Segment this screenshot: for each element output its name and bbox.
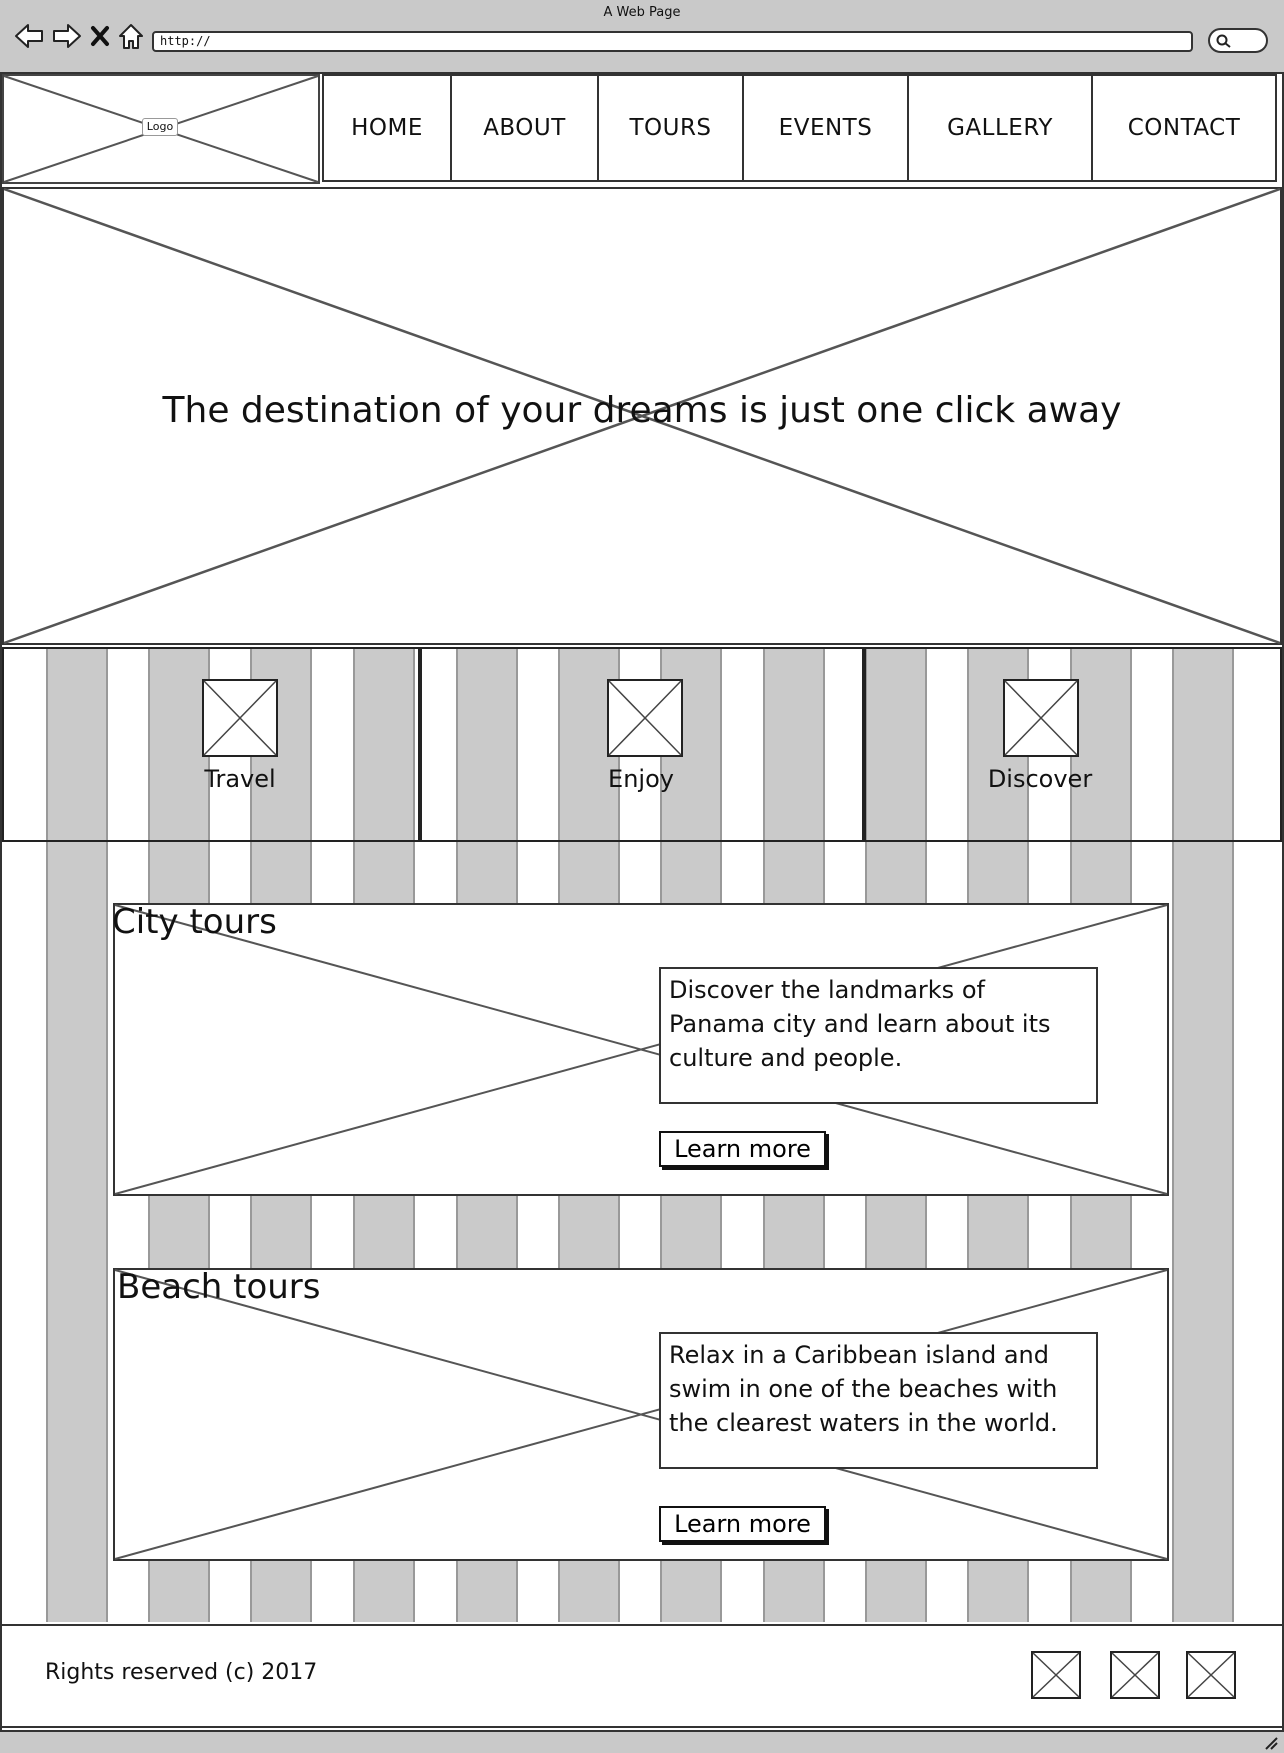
main-nav: HOME ABOUT TOURS EVENTS GALLERY CONTACT: [322, 74, 1277, 182]
nav-item-events[interactable]: EVENTS: [744, 76, 909, 180]
back-arrow-icon[interactable]: [14, 22, 44, 50]
learn-more-button-city[interactable]: Learn more: [659, 1131, 826, 1167]
resize-grip-icon[interactable]: [1264, 1736, 1278, 1750]
tour-description-beach: Relax in a Caribbean island and swim in …: [659, 1332, 1098, 1469]
nav-item-gallery[interactable]: GALLERY: [909, 76, 1093, 180]
nav-item-tours[interactable]: TOURS: [599, 76, 744, 180]
browser-status-bar: [0, 1730, 1284, 1753]
feature-label-enjoy: Enjoy: [608, 765, 674, 793]
feature-enjoy: [420, 647, 864, 842]
nav-item-contact[interactable]: CONTACT: [1127, 115, 1241, 141]
enjoy-image-icon: [607, 679, 683, 757]
window-title: A Web Page: [603, 5, 681, 20]
hero-headline: The destination of your dreams is just o…: [162, 390, 1122, 431]
forward-arrow-icon[interactable]: [52, 22, 82, 50]
social-icon-1[interactable]: [1031, 1651, 1081, 1699]
feature-travel: [2, 647, 420, 842]
image-placeholder-icon: [115, 1270, 1167, 1559]
travel-image-icon: [202, 679, 278, 757]
feature-label-travel: Travel: [204, 765, 276, 793]
social-icon-3[interactable]: [1186, 1651, 1236, 1699]
hero-image: [2, 187, 1282, 645]
close-icon[interactable]: [88, 22, 112, 50]
feature-discover: [864, 647, 1282, 842]
tour-description-city: Discover the landmarks of Panama city an…: [659, 967, 1098, 1104]
social-icon-2[interactable]: [1110, 1651, 1160, 1699]
tour-title-city: City tours: [112, 902, 277, 942]
image-placeholder-icon: [115, 905, 1167, 1194]
image-placeholder-icon: [4, 189, 1280, 643]
discover-image-icon: [1003, 679, 1079, 757]
learn-more-button-beach[interactable]: Learn more: [659, 1506, 826, 1542]
url-input[interactable]: http://: [152, 31, 1193, 52]
footer-copyright: Rights reserved (c) 2017: [45, 1660, 318, 1685]
home-icon[interactable]: [116, 22, 146, 50]
tour-title-beach: Beach tours: [117, 1267, 321, 1307]
feature-label-discover: Discover: [987, 765, 1093, 793]
tour-card-beach: [113, 1268, 1169, 1561]
nav-item-home[interactable]: HOME: [324, 76, 452, 180]
nav-item-about[interactable]: ABOUT: [452, 76, 599, 180]
browser-search-field[interactable]: [1208, 28, 1268, 53]
logo-label: Logo: [142, 118, 178, 136]
